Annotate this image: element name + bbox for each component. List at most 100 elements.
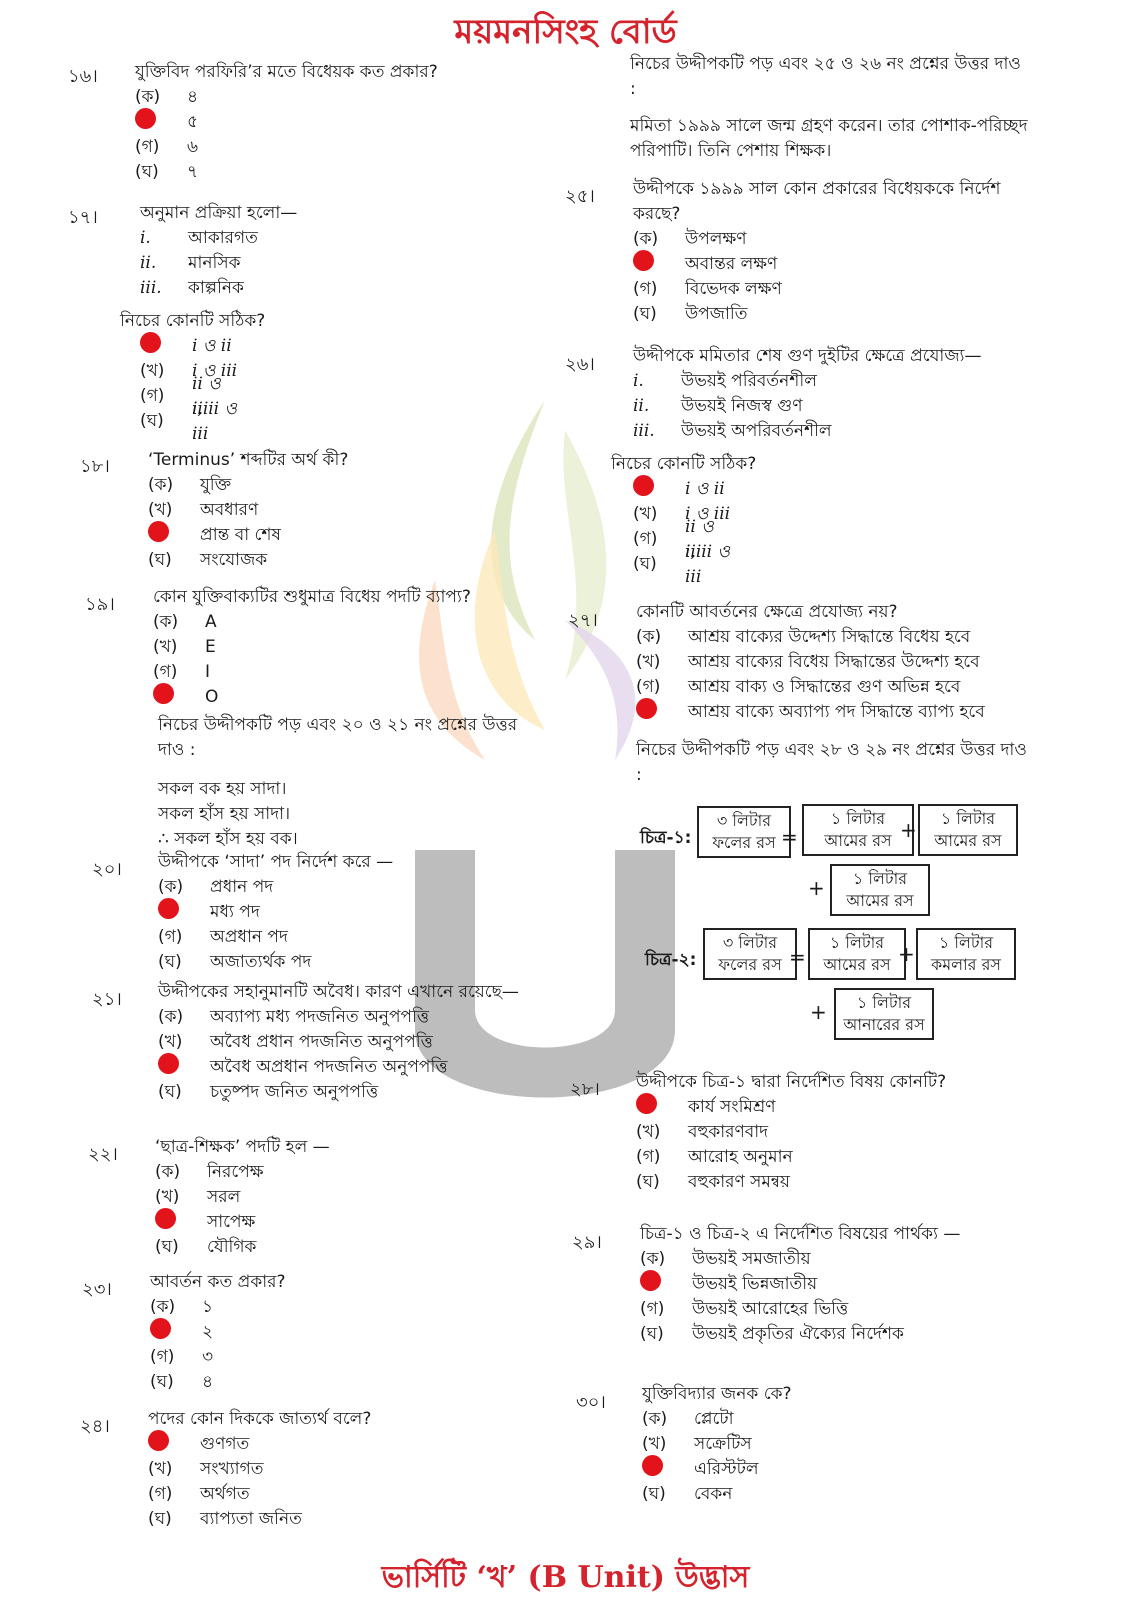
option-label: (ক) xyxy=(642,1409,668,1429)
question-number: ৩০। xyxy=(576,1392,606,1413)
statement-text: কাল্পনিক xyxy=(188,278,244,298)
figure-box: ১ লিটার কমলার রস xyxy=(916,928,1016,980)
question-24: পদের কোন দিককে জাত্যর্থ বলে? গুণগত (খ)সং… xyxy=(148,1407,371,1532)
option-text: i ও iii xyxy=(192,361,238,381)
option-text: E xyxy=(205,637,216,657)
question-text: উদ্দীপকে মমিতার শেষ গুণ দুইটির ক্ষেত্রে … xyxy=(633,346,982,366)
option-text: অবৈধ প্রধান পদজনিত অনুপপত্তি xyxy=(210,1032,433,1052)
option-label: (খ) xyxy=(148,500,173,520)
option-text: অজাত্যর্থক পদ xyxy=(210,952,312,972)
option-text: অর্থগত xyxy=(200,1484,250,1504)
option-text: ২ xyxy=(202,1322,214,1342)
answer-marker-icon xyxy=(636,698,657,719)
question-text: পদের কোন দিককে জাত্যর্থ বলে? xyxy=(148,1409,372,1429)
option-label: (গ) xyxy=(158,927,183,947)
option-text: I xyxy=(205,662,211,682)
option-label: (খ) xyxy=(140,361,165,381)
answer-marker-icon xyxy=(140,332,161,353)
option-label: (গ) xyxy=(636,1147,661,1167)
question-21: উদ্দীপকের সহানুমানটি অবৈধ। কারণ এখানে রয… xyxy=(158,980,523,1105)
page-title: ময়মনসিংহ বোর্ড xyxy=(454,12,677,52)
option-label: (ঘ) xyxy=(150,1372,174,1392)
answer-marker-icon xyxy=(158,1053,179,1074)
roman-label: iii. xyxy=(633,421,655,441)
option-text: আরোহ অনুমান xyxy=(688,1147,793,1167)
stimulus-intro: নিচের উদ্দীপকটি পড় এবং ২০ ও ২১ নং প্রশ্… xyxy=(158,715,518,760)
option-label: (ক) xyxy=(158,877,184,897)
question-text: ‘ছাত্র-শিক্ষক’ পদটি হল — xyxy=(155,1137,330,1157)
question-number: ২১। xyxy=(92,989,122,1010)
option-label: (গ) xyxy=(633,529,658,549)
question-number: ১৭। xyxy=(68,207,98,228)
option-text: মধ্য পদ xyxy=(210,902,260,922)
option-label: (ঘ) xyxy=(633,304,657,324)
option-text: চতুষ্পদ জনিত অনুপপত্তি xyxy=(210,1082,379,1102)
option-label: (ক) xyxy=(636,627,662,647)
question-number: ১৬। xyxy=(68,66,98,87)
option-text: নিরপেক্ষ xyxy=(207,1162,264,1182)
question-text: যুক্তিবিদ্যার জনক কে? xyxy=(642,1384,792,1404)
option-text: বহুকারণ সমন্বয় xyxy=(688,1172,790,1192)
question-26: উদ্দীপকে মমিতার শেষ গুণ দুইটির ক্ষেত্রে … xyxy=(611,344,1033,587)
stimulus-line: সকল বক হয় সাদা। xyxy=(158,779,287,799)
plus-sign: + xyxy=(900,818,917,842)
question-text: চিত্র-১ ও চিত্র-২ এ নির্দেশিত বিষয়ের পা… xyxy=(640,1224,961,1244)
figure-box: ৩ লিটার ফলের রস xyxy=(697,806,791,858)
option-text: ৪ xyxy=(202,1372,214,1392)
question-number: ২৮। xyxy=(570,1079,600,1100)
question-number: ২৫। xyxy=(565,186,595,207)
option-text: সরল xyxy=(207,1187,241,1207)
option-text: ৫ xyxy=(187,112,199,132)
option-text: আশ্রয় বাক্যে অব্যাপ্য পদ সিদ্ধান্তে ব্য… xyxy=(688,702,985,722)
option-text: এরিস্টটল xyxy=(694,1459,759,1479)
question-number: ২৩। xyxy=(82,1279,112,1300)
which-correct: নিচের কোনটি সঠিক? xyxy=(611,454,757,474)
stimulus-intro: নিচের উদ্দীপকটি পড় এবং ২৮ ও ২৯ নং প্রশ্… xyxy=(636,740,1027,785)
plus-sign: + xyxy=(808,876,825,900)
option-label: (ঘ) xyxy=(633,554,657,574)
question-text: উদ্দীপকে ১৯৯৯ সাল কোন প্রকারের বিধেয়ককে… xyxy=(633,179,1001,224)
option-text: সাপেক্ষ xyxy=(207,1212,256,1232)
option-label: (ক) xyxy=(153,612,179,632)
option-text: ৩ xyxy=(202,1347,214,1367)
question-number: ২২। xyxy=(88,1144,118,1165)
option-text: ৭ xyxy=(187,162,199,182)
option-text: ১ xyxy=(202,1297,214,1317)
option-text: যুক্তি xyxy=(200,475,232,495)
stimulus-28-29-intro: নিচের উদ্দীপকটি পড় এবং ২৮ ও ২৯ নং প্রশ্… xyxy=(636,738,1036,788)
option-label: (খ) xyxy=(636,1122,661,1142)
figure-label: চিত্র-২: xyxy=(645,950,697,970)
option-label: (খ) xyxy=(153,637,178,657)
option-label: (ক) xyxy=(158,1007,184,1027)
statement-text: উভয়ই পরিবর্তনশীল xyxy=(681,371,817,391)
option-text: A xyxy=(205,612,217,632)
option-label: (ঘ) xyxy=(636,1172,660,1192)
option-label: (ক) xyxy=(148,475,174,495)
option-text: আশ্রয় বাক্যের উদ্দেশ্য সিদ্ধান্তে বিধেয… xyxy=(688,627,971,647)
option-text: আশ্রয় বাক্যের বিধেয় সিদ্ধান্তের উদ্দেশ… xyxy=(688,652,980,672)
answer-marker-icon xyxy=(636,1093,657,1114)
option-label: (ঘ) xyxy=(135,162,159,182)
option-label: (ক) xyxy=(135,87,161,107)
option-label: (ক) xyxy=(150,1297,176,1317)
option-label: (ঘ) xyxy=(158,952,182,972)
option-text: i, ii ও iii xyxy=(685,541,731,587)
question-30: যুক্তিবিদ্যার জনক কে? (ক)প্লেটো (খ)সক্রে… xyxy=(642,1382,792,1507)
answer-marker-icon xyxy=(642,1455,663,1476)
option-text: i ও ii xyxy=(685,479,725,499)
option-text: গুণগত xyxy=(200,1434,250,1454)
figure-box: ১ লিটার আমের রস xyxy=(808,928,906,980)
answer-marker-icon xyxy=(155,1208,176,1229)
option-text: আশ্রয় বাক্য ও সিদ্ধান্তের গুণ অভিন্ন হব… xyxy=(688,677,961,697)
stimulus-20-21: নিচের উদ্দীপকটি পড় এবং ২০ ও ২১ নং প্রশ্… xyxy=(158,713,538,852)
option-text: সক্রেটিস xyxy=(694,1434,752,1454)
figure-label: চিত্র-১: xyxy=(640,828,692,848)
option-text: সংযোজক xyxy=(200,550,268,570)
option-text: ৬ xyxy=(187,137,199,157)
question-23: আবর্তন কত প্রকার? (ক)১ ২ (গ)৩ (ঘ)৪ xyxy=(150,1270,286,1395)
footer-brand: ভার্সিটি ‘খ’ (B Unit) উদ্ভাস xyxy=(381,1560,750,1595)
option-label: (গ) xyxy=(633,279,658,299)
option-text: যৌগিক xyxy=(207,1237,257,1257)
question-16: যুক্তিবিদ পরফিরি’র মতে বিধেয়ক কত প্রকার… xyxy=(135,60,438,185)
question-28: উদ্দীপকে চিত্র-১ দ্বারা নির্দেশিত বিষয় … xyxy=(636,1070,946,1195)
